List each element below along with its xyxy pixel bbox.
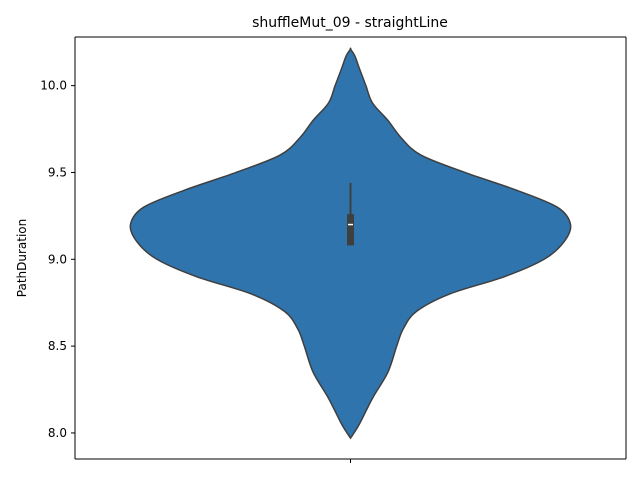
y-axis-label: PathDuration <box>15 219 29 297</box>
y-tick-label: 9.0 <box>48 252 67 266</box>
y-tick-label: 8.0 <box>48 426 67 440</box>
y-tick-label: 8.5 <box>48 339 67 353</box>
chart-title: shuffleMut_09 - straightLine <box>252 15 448 31</box>
y-tick-label: 10.0 <box>40 79 67 93</box>
iqr-box <box>347 214 354 246</box>
y-tick-label: 9.5 <box>48 165 67 179</box>
